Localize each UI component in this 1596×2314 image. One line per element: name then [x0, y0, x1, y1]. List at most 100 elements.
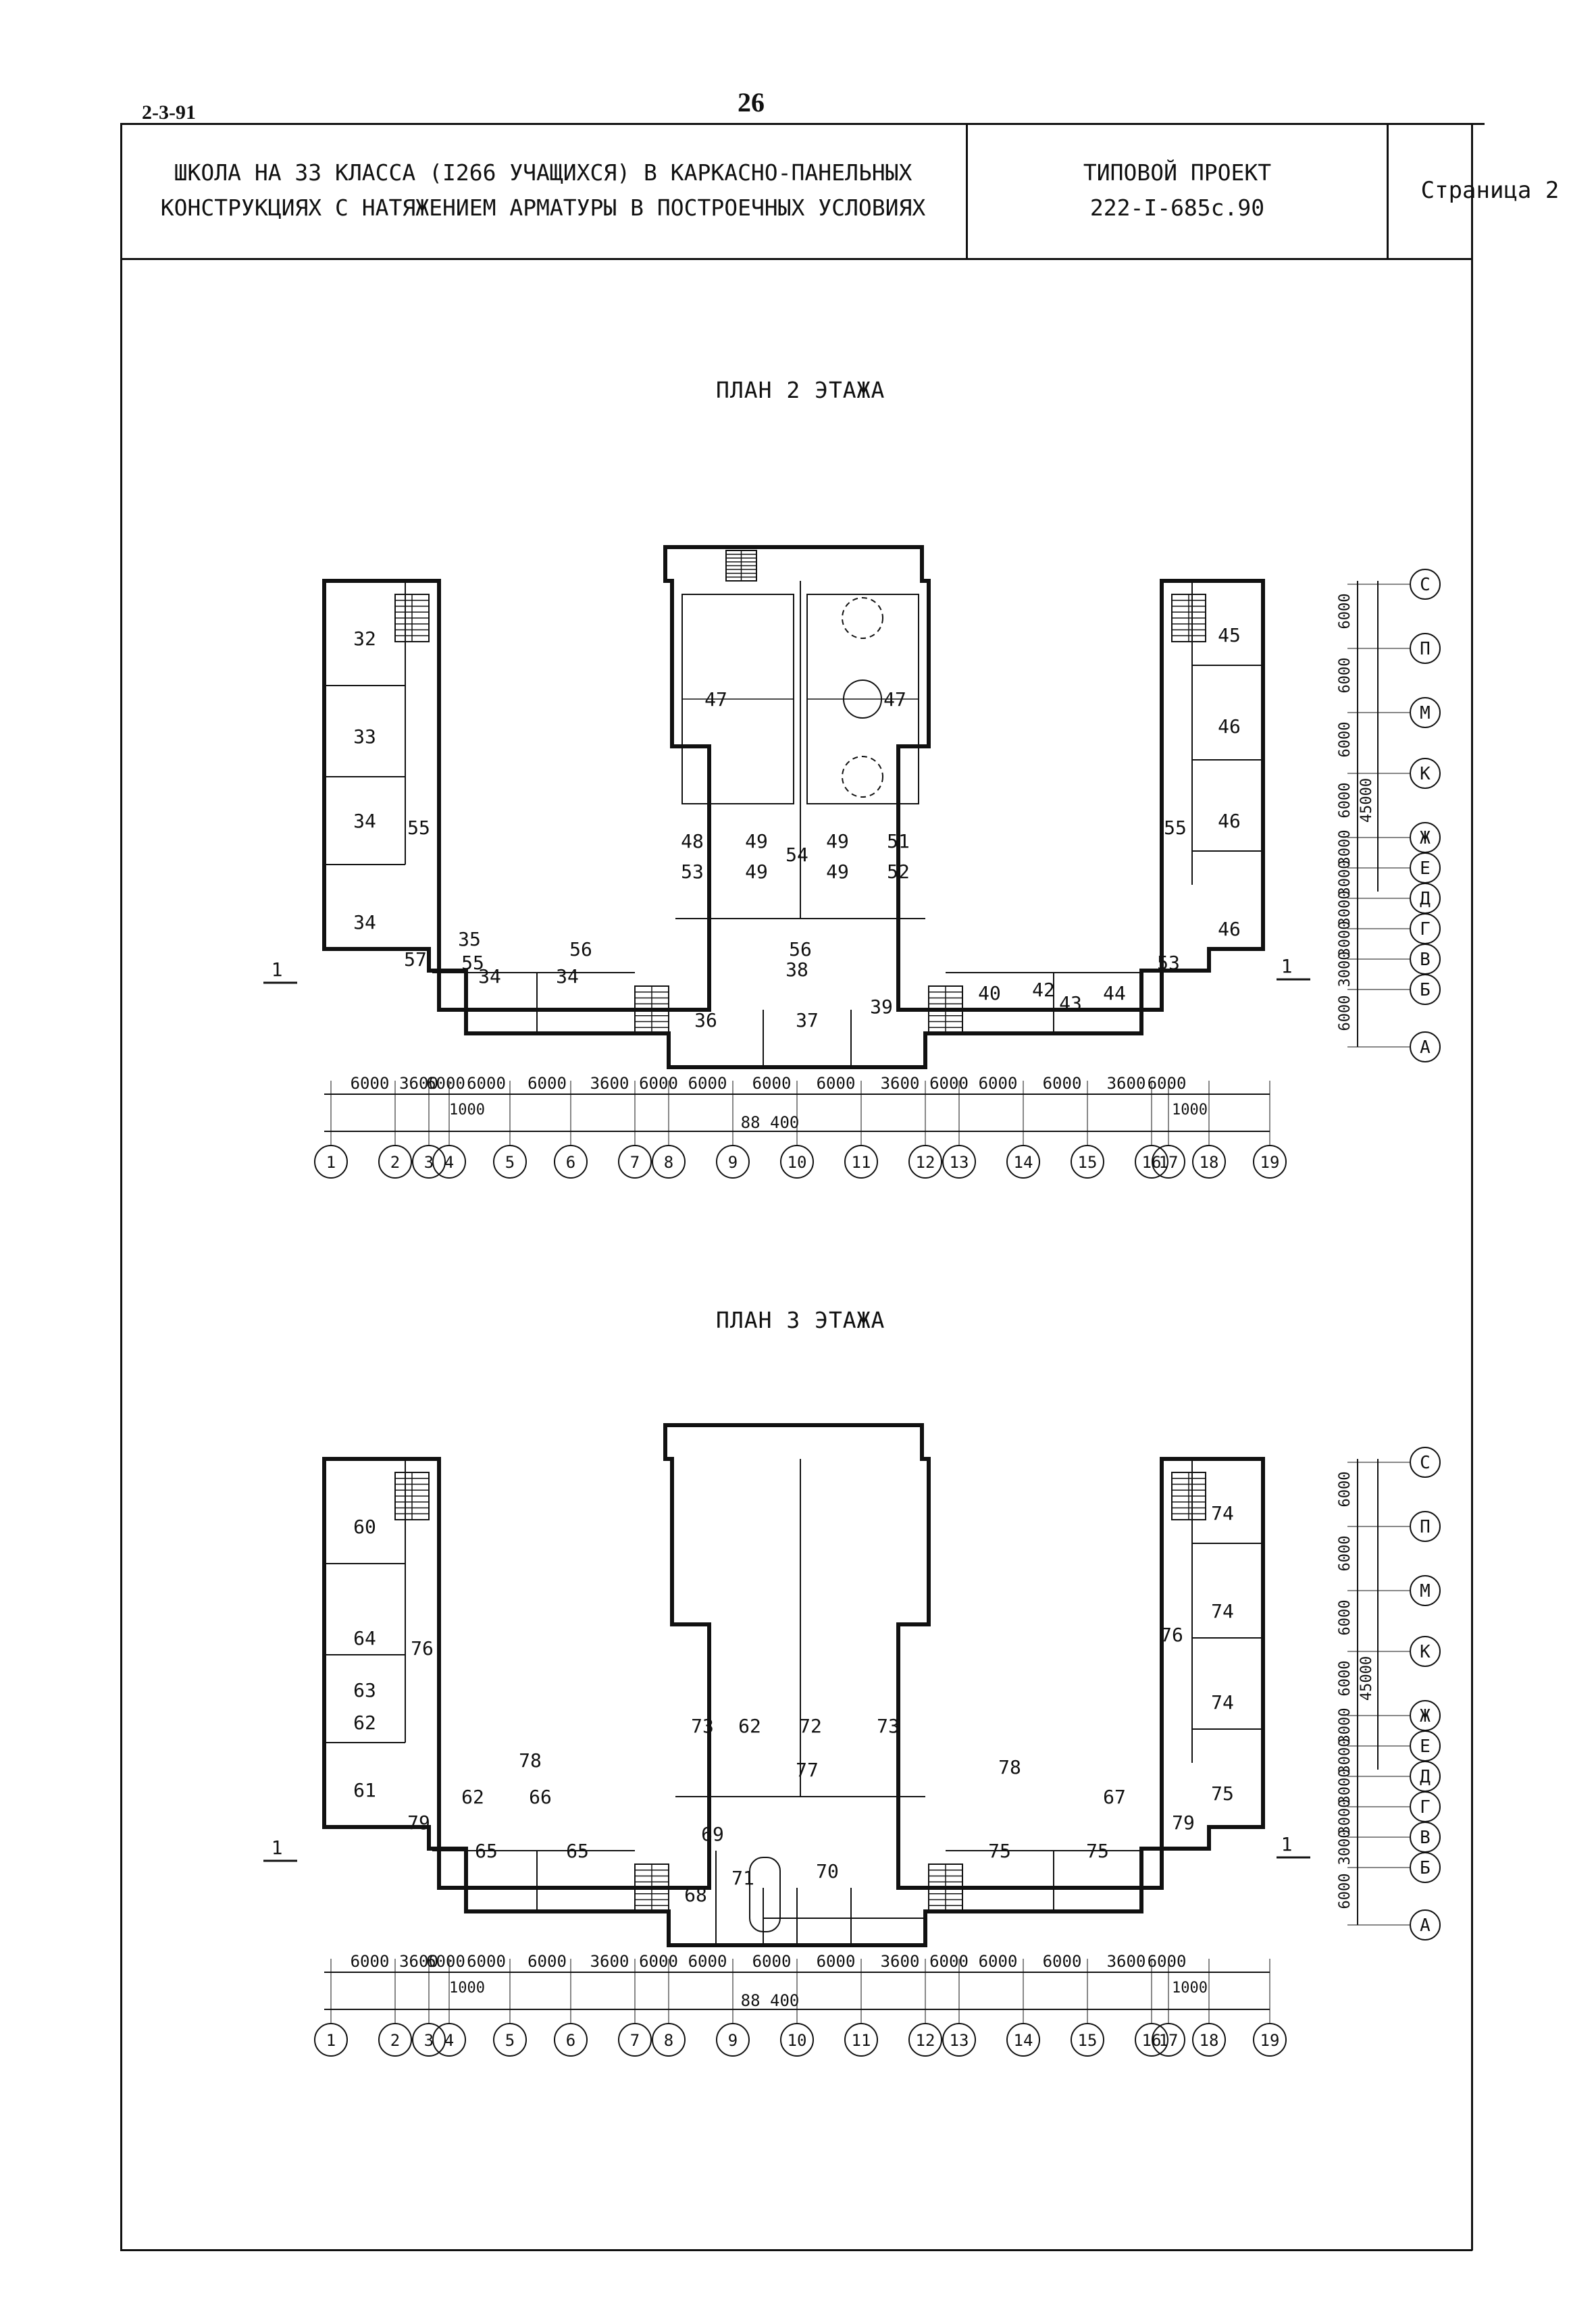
axis-bubble [844, 2023, 878, 2057]
axis-bubble [1152, 1145, 1185, 1179]
axis-bubble [1006, 1145, 1040, 1179]
room-number: 38 [786, 958, 808, 981]
axis-bubble [908, 2023, 942, 2057]
dim-horizontal-text: 6000 [1148, 1074, 1187, 1093]
room-number: 54 [786, 844, 808, 866]
axis-number: 2 [390, 2031, 400, 2050]
room-number: 48 [681, 830, 704, 852]
room-number: 46 [1218, 810, 1241, 832]
dim-vertical-text: 6000 [1337, 594, 1354, 629]
stamp-project-number: 222-I-685с.90 [1089, 195, 1265, 221]
axis-bubble [942, 2023, 976, 2057]
axis-number: 6 [566, 1153, 575, 1172]
room-number: 62 [461, 1786, 484, 1808]
axis-bubble [493, 2023, 527, 2057]
dim-vertical-text: 6000 [1337, 1600, 1354, 1636]
room-number: 43 [1059, 992, 1082, 1014]
axis-number: 8 [664, 1153, 673, 1172]
room-number: 78 [998, 1756, 1021, 1778]
axis-number: 12 [916, 2031, 935, 2050]
room-number: 75 [988, 1840, 1011, 1862]
axis-number: 15 [1078, 1153, 1098, 1172]
axis-number: 13 [950, 2031, 969, 2050]
dim-horizontal-text: 6000 [929, 1952, 969, 1971]
axis-bubble [378, 2023, 412, 2057]
dim-vertical-text: 3000 [1337, 1739, 1354, 1774]
dim-horizontal-text: 3600 [590, 1952, 629, 1971]
dim-horizontal-text: 6000 [467, 1074, 506, 1093]
stamp-title-line1: ШКОЛА НА 33 КЛАССА (I266 УЧАЩИХСЯ) В КАР… [174, 159, 912, 186]
dim-vertical-text: 6000 [1337, 1472, 1354, 1508]
axis-bubble [1192, 2023, 1226, 2057]
axis-bubble [1006, 2023, 1040, 2057]
section-mark-left: 1 [272, 1836, 283, 1859]
axis-number: 16 [1142, 1153, 1162, 1172]
room-number: 76 [1160, 1624, 1183, 1646]
dim-horizontal-text: 6000 [688, 1952, 727, 1971]
axis-letter: Г [1420, 1797, 1431, 1818]
room-number: 45 [1218, 624, 1241, 646]
axis-letter: Б [1420, 1858, 1431, 1878]
room-number: 62 [738, 1715, 761, 1737]
dim-vertical-text: 6000 [1337, 1536, 1354, 1572]
dim-horizontal-text: 6000 [426, 1952, 465, 1971]
axis-bubble [844, 1145, 878, 1179]
dim-vertical-text: 3000 [1337, 860, 1354, 896]
axis-letter: Е [1420, 1737, 1431, 1757]
room-number: 73 [877, 1715, 900, 1737]
dim-overall-vertical: 45000 [1358, 778, 1375, 823]
room-number: 53 [681, 860, 704, 883]
room-number: 75 [1086, 1840, 1109, 1862]
stair-icon [1171, 1472, 1206, 1520]
axis-bubble [493, 1145, 527, 1179]
frame-right-line [1471, 123, 1473, 2251]
dim-vertical-text: 3000 [1337, 1769, 1354, 1805]
room-number: 60 [353, 1516, 376, 1538]
room-number: 70 [816, 1860, 839, 1882]
axis-number: 19 [1260, 2031, 1280, 2050]
dim-horizontal-text: 6000 [351, 1952, 390, 1971]
axis-bubble [432, 2023, 466, 2057]
room-number: 35 [458, 928, 481, 950]
axis-number: 10 [788, 1153, 807, 1172]
dim-horizontal-text: 3600 [399, 1074, 438, 1093]
building-outline [322, 545, 1265, 1069]
plan2-title: ПЛАН 2 ЭТАЖА [716, 377, 885, 403]
stair-icon [394, 594, 430, 642]
axis-number: 9 [728, 1153, 738, 1172]
page-number: 26 [738, 87, 765, 118]
dim-horizontal-text: 6000 [1043, 1074, 1082, 1093]
axis-number: 4 [444, 1153, 454, 1172]
plan3-title: ПЛАН 3 ЭТАЖА [716, 1307, 885, 1333]
axis-number: 12 [916, 1153, 935, 1172]
axis-number: 11 [852, 1153, 871, 1172]
dim-horizontal-text: 6000 [929, 1074, 969, 1093]
room-number: 79 [407, 1811, 430, 1834]
dim-horizontal-text: 6000 [688, 1074, 727, 1093]
room-number: 34 [353, 810, 376, 832]
stamp-title-line2: КОНСТРУКЦИЯХ С НАТЯЖЕНИЕМ АРМАТУРЫ В ПОС… [160, 195, 926, 221]
dim-overall-horizontal: 88 400 [741, 1991, 800, 2010]
room-number: 71 [731, 1867, 754, 1889]
axis-bubble [1253, 1145, 1287, 1179]
axis-number: 4 [444, 2031, 454, 2050]
title-stamp: ШКОЛА НА 33 КЛАССА (I266 УЧАЩИХСЯ) В КАР… [120, 123, 1559, 260]
dim-vertical-text: 3000 [1337, 921, 1354, 957]
dim-horizontal-text: 3600 [1107, 1074, 1146, 1093]
axis-number: 18 [1200, 1153, 1219, 1172]
room-number: 77 [796, 1759, 819, 1781]
dim-horizontal-text: 3600 [881, 1952, 920, 1971]
stair-icon [634, 985, 669, 1034]
room-number: 62 [353, 1712, 376, 1734]
dim-horizontal-text: 6000 [817, 1074, 856, 1093]
stair-icon [634, 1863, 669, 1912]
axis-number: 16 [1142, 2031, 1162, 2050]
axis-bubble [1253, 2023, 1287, 2057]
dim-vertical-text: 6000 [1337, 1874, 1354, 1909]
room-number: 65 [566, 1840, 589, 1862]
axis-number: 15 [1078, 2031, 1098, 2050]
dim-horizontal-text: 6000 [527, 1952, 567, 1971]
dim-vertical-text: 3000 [1337, 891, 1354, 927]
dim-vertical-text: 6000 [1337, 783, 1354, 819]
stamp-project-cell: ТИПОВОЙ ПРОЕКТ 222-I-685с.90 [968, 123, 1389, 258]
